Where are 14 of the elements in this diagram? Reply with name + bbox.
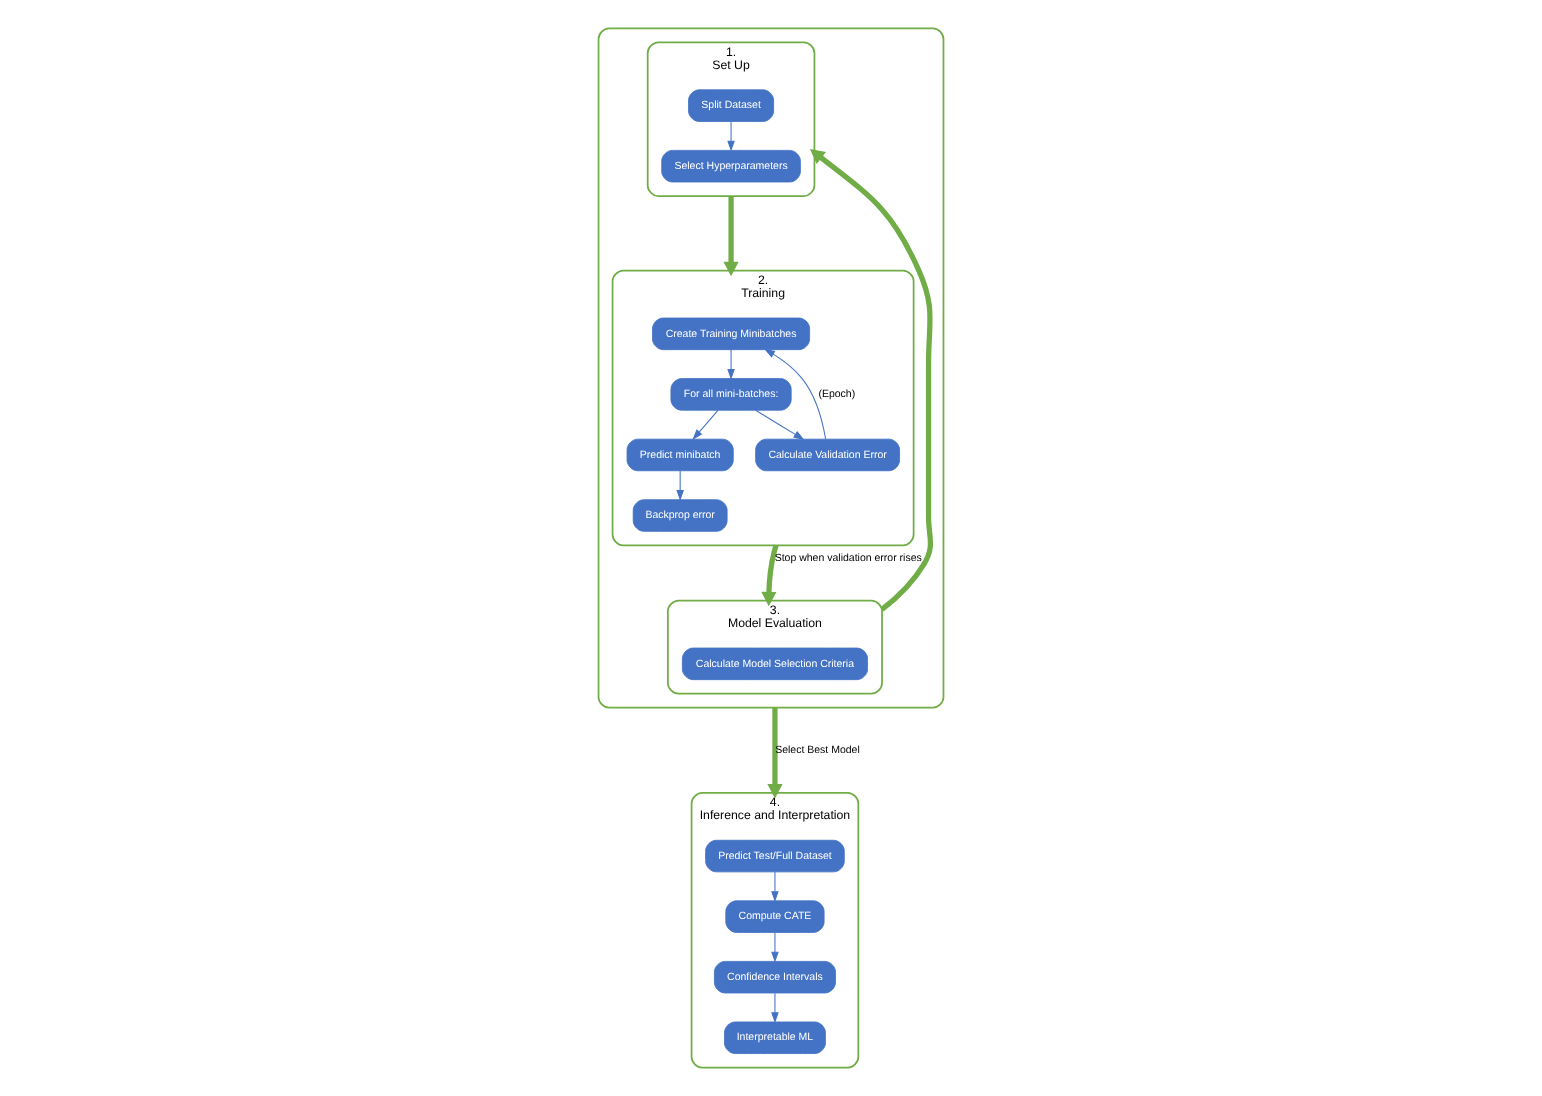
arrow bbox=[727, 121, 735, 152]
arrow bbox=[723, 196, 739, 277]
cluster bbox=[597, 27, 945, 709]
arrow bbox=[692, 409, 719, 440]
arrow bbox=[727, 349, 735, 380]
arrow bbox=[771, 932, 779, 963]
arrow bbox=[767, 707, 783, 799]
arrow bbox=[761, 544, 779, 607]
arrow bbox=[755, 409, 805, 440]
arrow bbox=[810, 148, 934, 612]
arrow bbox=[676, 470, 684, 501]
arrow bbox=[771, 992, 779, 1024]
arrow bbox=[771, 871, 779, 903]
arrow bbox=[764, 348, 827, 440]
